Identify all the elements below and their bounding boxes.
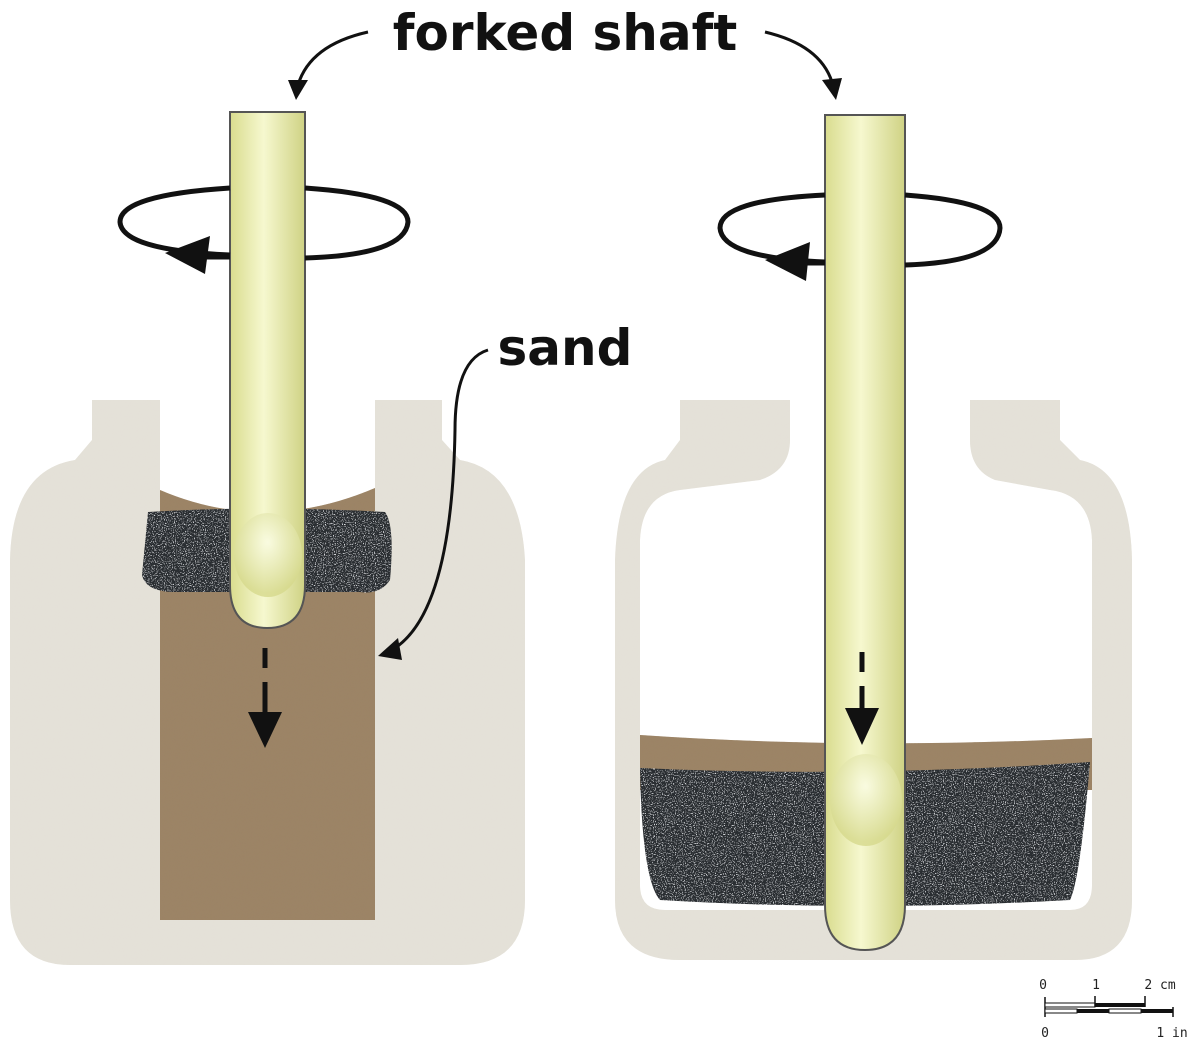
right-rotation-arrow-icon: [717, 192, 1003, 281]
sand-leader-arrow: [378, 348, 489, 660]
scale-in-1: 1 in: [1156, 1026, 1187, 1041]
left-plaster-body: [10, 400, 525, 965]
right-forked-shaft: [824, 114, 906, 952]
scale-bar: 0 1 2 cm 0 1 in: [1039, 978, 1188, 1041]
left-forked-shaft: [229, 111, 306, 630]
scale-cm-1: 1: [1092, 978, 1100, 993]
forked-shaft-leader-arrows: [288, 30, 842, 100]
left-downward-arrow-icon: [248, 648, 282, 748]
forked-shaft-label: forked shaft: [393, 4, 738, 62]
scale-cm-2: 2 cm: [1144, 978, 1175, 993]
sand-label: sand: [498, 319, 633, 377]
right-downward-arrow-icon: [845, 652, 879, 745]
left-rotation-arrow-icon: [117, 185, 411, 274]
right-mould: [615, 114, 1132, 960]
scale-in-0: 0: [1041, 1026, 1049, 1041]
left-mould: [10, 111, 525, 965]
scale-cm-0: 0: [1039, 978, 1047, 993]
